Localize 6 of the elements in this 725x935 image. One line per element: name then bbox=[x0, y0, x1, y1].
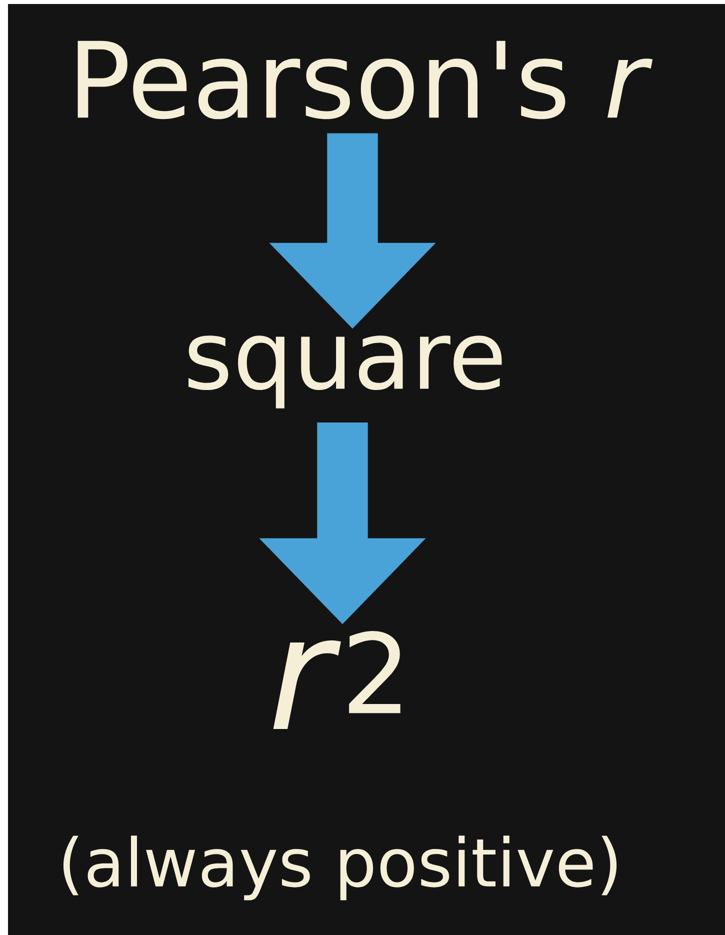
chalk-text: square bbox=[188, 336, 502, 408]
block-arrow bbox=[269, 133, 436, 329]
chalk-text: Pearson's r bbox=[78, 40, 653, 120]
chalk-text: r$^{2}$ bbox=[273, 630, 400, 729]
chalk-note: (always positive) bbox=[63, 836, 617, 900]
block-arrow bbox=[259, 422, 426, 624]
